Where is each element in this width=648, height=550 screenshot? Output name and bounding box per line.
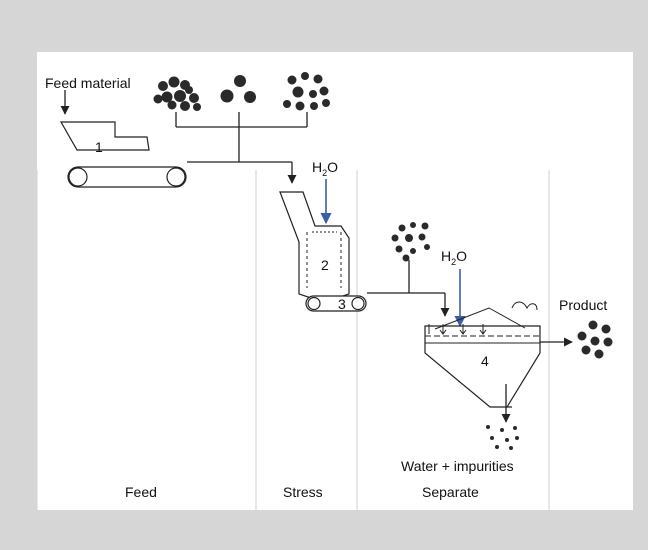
particles-recycled	[391, 222, 430, 262]
unit-3-number: 3	[338, 296, 346, 312]
particles-medium	[220, 75, 256, 103]
stress-conveyor	[305, 295, 367, 312]
section-label-stress: Stress	[283, 484, 323, 500]
particles-impurities	[486, 425, 519, 450]
unit-1-number: 1	[95, 139, 103, 155]
separator-feed-lines	[367, 260, 450, 317]
product-label: Product	[559, 297, 608, 313]
feed-conveyor	[67, 166, 187, 188]
section-dividers	[37, 170, 550, 510]
particle-supply-lines	[175, 112, 308, 184]
process-flow-diagram	[37, 72, 613, 510]
particles-mixed	[283, 72, 330, 111]
unit-2-number: 2	[321, 257, 329, 273]
water-label-separator: H2O	[441, 248, 468, 267]
section-label-feed: Feed	[125, 484, 157, 500]
stress-vessel	[279, 191, 350, 300]
particles-coarse	[153, 76, 201, 111]
water-impurities-label: Water + impurities	[401, 458, 514, 474]
separator-tank	[424, 325, 541, 408]
particles-product	[577, 320, 613, 359]
feed-hopper	[59, 121, 150, 151]
spray-nozzles	[428, 301, 538, 335]
feed-material-label: Feed material	[45, 75, 131, 91]
section-label-separate: Separate	[422, 484, 479, 500]
water-label-stress: H2O	[312, 159, 339, 178]
diagram-panel: Feed material 1 2 3 4 H2O H2O Product Wa…	[37, 52, 633, 510]
unit-4-number: 4	[481, 353, 489, 369]
